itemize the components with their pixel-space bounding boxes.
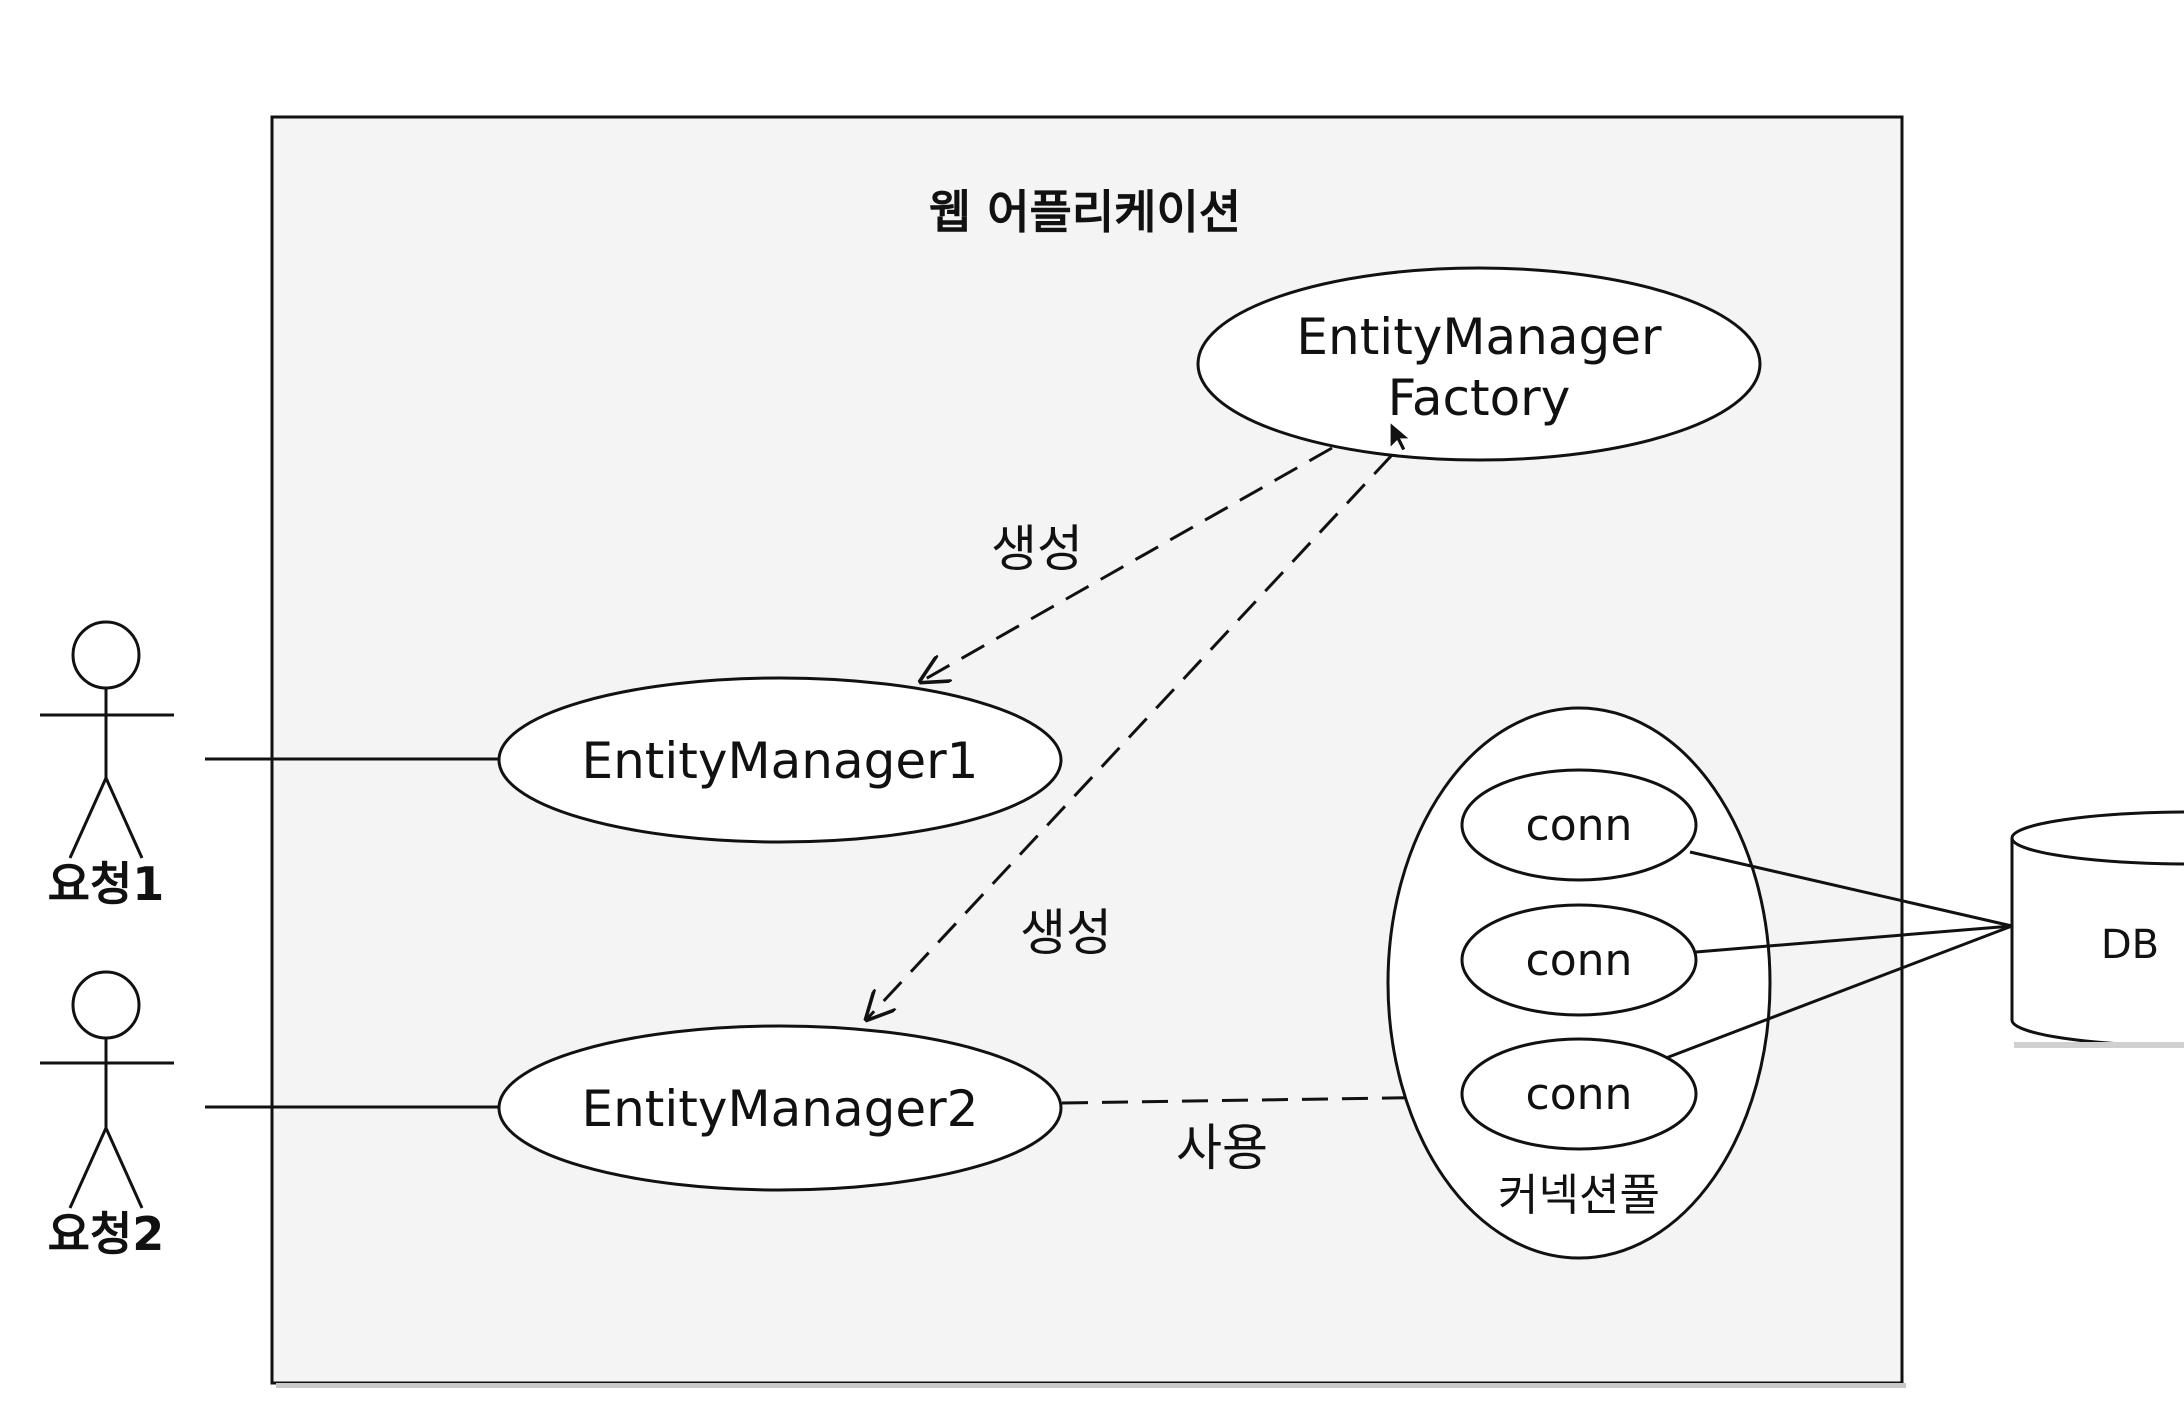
boundary-title: 웹 어플리케이션 bbox=[929, 185, 1241, 239]
actor-request-1-label: 요청1 bbox=[48, 857, 165, 911]
conn-1-db-link bbox=[1689, 850, 2013, 928]
mouse-cursor-icon bbox=[1389, 420, 1412, 452]
connection-label-3: conn bbox=[1526, 1069, 1633, 1120]
actor-request-2 bbox=[40, 970, 174, 1209]
use-edge bbox=[1061, 1097, 1455, 1103]
create-edge-1-label: 생성 bbox=[991, 520, 1083, 578]
connection-node-3 bbox=[1460, 1037, 1698, 1151]
entity-manager-2-label: EntityManager2 bbox=[582, 1080, 979, 1138]
connection-node-1 bbox=[1460, 768, 1698, 882]
conn-2-db-link bbox=[1695, 924, 2013, 954]
database-label: DB bbox=[2101, 922, 2159, 968]
actor-request-1 bbox=[40, 620, 174, 859]
connection-label-1: conn bbox=[1526, 800, 1633, 851]
database-cylinder bbox=[2010, 810, 2184, 1048]
entity-manager-factory-label-line2: Factory bbox=[1388, 369, 1571, 427]
create-edge-2 bbox=[866, 453, 1394, 1020]
connection-label-2: conn bbox=[1526, 935, 1633, 986]
entity-manager-factory-label: EntityManager bbox=[1296, 308, 1662, 366]
create-edge-2-label: 생성 bbox=[1020, 904, 1112, 962]
actor-request-2-label: 요청2 bbox=[48, 1207, 165, 1261]
boundary-shadow bbox=[276, 1383, 1906, 1388]
connection-pool-label: 커넥션풀 bbox=[1498, 1170, 1660, 1221]
use-edge-label: 사용 bbox=[1176, 1119, 1268, 1177]
connection-node-2 bbox=[1460, 903, 1698, 1017]
entity-manager-1-label: EntityManager1 bbox=[582, 732, 979, 790]
conn-3-db-link bbox=[1665, 924, 2013, 1060]
entity-manager-factory-node bbox=[1196, 266, 1762, 462]
